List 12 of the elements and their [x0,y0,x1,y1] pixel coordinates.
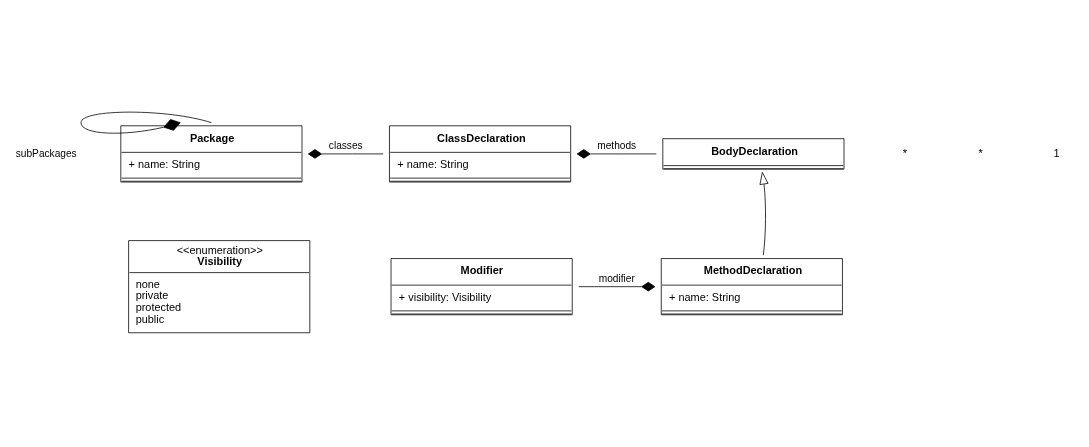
label: 1 [1053,146,1060,159]
connector [308,148,384,159]
connector [578,281,656,291]
label: * [902,146,908,159]
edge-label: methods [597,139,637,151]
edge-label: classes [328,139,363,151]
label: * [978,146,983,159]
connector [576,148,657,159]
edge-label: modifier [598,272,635,284]
connector [80,111,212,134]
arrow [759,171,769,256]
edge-label: subPackages [15,147,77,159]
